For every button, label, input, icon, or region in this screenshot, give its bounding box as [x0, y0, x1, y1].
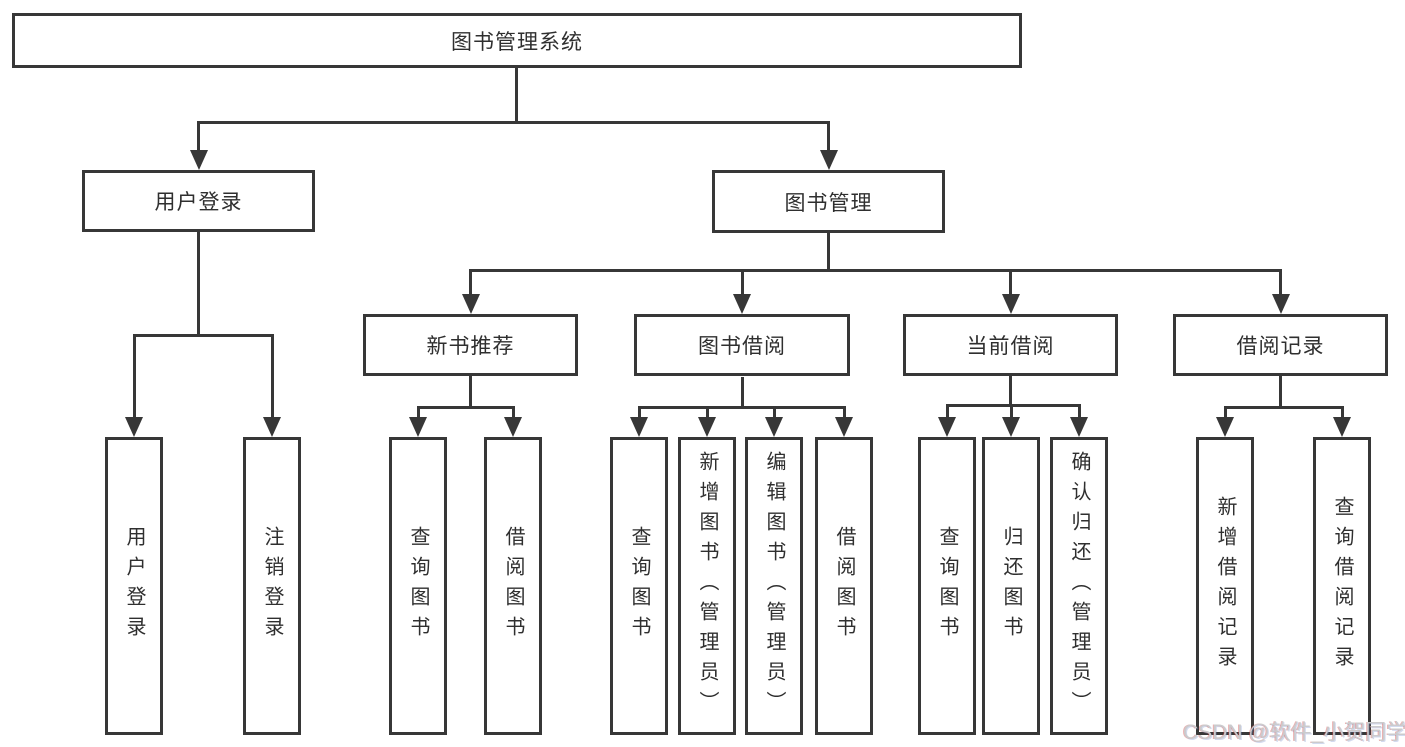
- arrow-down-icon: [409, 417, 427, 437]
- leaf-current-confirm-return-admin: 确认归还（管理员）: [1050, 437, 1108, 735]
- arrow-down-icon: [1216, 417, 1234, 437]
- arrow-down-icon: [819, 150, 838, 170]
- leaf-current-query-book: 查询图书: [918, 437, 976, 735]
- arrow-down-icon: [1001, 294, 1020, 314]
- connector-line: [1279, 376, 1282, 407]
- node-label: 编辑图书（管理员）: [763, 451, 785, 721]
- csdn-watermark: CSDN @软件_小贺同学: [1183, 721, 1405, 744]
- connector-line: [1223, 405, 1344, 409]
- connector-line: [637, 405, 846, 409]
- connector-line: [827, 122, 830, 154]
- leaf-records-query-record: 查询借阅记录: [1313, 437, 1371, 735]
- leaf-recommend-borrow-book: 借阅图书: [484, 437, 542, 735]
- node-book-management: 图书管理: [712, 170, 945, 233]
- node-label: 图书管理系统: [451, 30, 583, 54]
- connector-line: [469, 268, 1282, 272]
- arrow-down-icon: [733, 294, 751, 314]
- connector-line: [740, 270, 744, 298]
- node-label: 查询借阅记录: [1331, 496, 1353, 676]
- arrow-down-icon: [1070, 417, 1088, 437]
- connector-line: [132, 335, 136, 421]
- node-label: 借阅记录: [1236, 335, 1325, 358]
- connector-line: [511, 407, 515, 421]
- arrow-down-icon: [938, 417, 956, 437]
- arrow-down-icon: [461, 294, 480, 314]
- arrow-down-icon: [263, 417, 281, 437]
- connector-line: [416, 407, 420, 421]
- arrow-down-icon: [1271, 294, 1290, 314]
- connector-line: [197, 232, 200, 335]
- node-label: 查询图书: [407, 526, 429, 646]
- node-label: 借阅图书: [502, 526, 524, 646]
- arrow-down-icon: [1002, 417, 1020, 437]
- arrow-down-icon: [504, 417, 522, 437]
- leaf-current-return-book: 归还图书: [982, 437, 1040, 735]
- node-label: 新书推荐: [426, 335, 515, 358]
- connector-line: [842, 407, 846, 421]
- leaf-records-add-record: 新增借阅记录: [1196, 437, 1254, 735]
- connector-line: [416, 405, 515, 409]
- leaf-user-login: 用户登录: [105, 437, 163, 735]
- node-label: 新增借阅记录: [1214, 496, 1236, 676]
- connector-line: [270, 335, 274, 421]
- leaf-logout: 注销登录: [243, 437, 301, 735]
- connector-line: [197, 120, 830, 124]
- node-new-book-recommend: 新书推荐: [363, 314, 578, 376]
- node-label: 借阅图书: [833, 526, 855, 646]
- connector-line: [945, 403, 1081, 407]
- connector-line: [1279, 270, 1282, 298]
- connector-line: [637, 407, 641, 421]
- leaf-recommend-query-book: 查询图书: [389, 437, 447, 735]
- node-label: 查询图书: [936, 526, 958, 646]
- node-label: 注销登录: [261, 526, 283, 646]
- connector-line: [1223, 407, 1227, 421]
- connector-line: [1009, 376, 1012, 405]
- arrow-down-icon: [765, 417, 783, 437]
- node-user-login: 用户登录: [82, 170, 315, 232]
- node-label: 用户登录: [154, 191, 243, 214]
- connector-line: [1340, 407, 1344, 421]
- arrow-down-icon: [698, 417, 716, 437]
- connector-line: [1009, 270, 1012, 298]
- arrow-down-icon: [1333, 417, 1351, 437]
- node-label: 用户登录: [123, 526, 145, 646]
- connector-line: [772, 407, 776, 421]
- connector-line: [827, 233, 830, 270]
- connector-line: [945, 405, 949, 421]
- node-label: 图书借阅: [698, 335, 786, 358]
- connector-line: [705, 407, 709, 421]
- connector-line: [740, 377, 744, 407]
- leaf-borrow-borrow-book: 借阅图书: [815, 437, 873, 735]
- node-label: 图书管理: [784, 191, 873, 215]
- connector-line: [469, 270, 472, 298]
- node-label: 当前借阅: [966, 335, 1055, 358]
- leaf-borrow-query-book: 查询图书: [610, 437, 668, 735]
- connector-line: [469, 376, 472, 407]
- arrow-down-icon: [630, 417, 648, 437]
- connector-line: [1077, 405, 1081, 421]
- node-label: 查询图书: [628, 526, 650, 646]
- leaf-borrow-add-book-admin: 新增图书（管理员）: [678, 437, 736, 735]
- node-label: 归还图书: [1000, 526, 1022, 646]
- node-current-borrow: 当前借阅: [903, 314, 1118, 376]
- arrow-down-icon: [835, 417, 853, 437]
- node-label: 确认归还（管理员）: [1068, 451, 1090, 721]
- arrow-down-icon: [189, 150, 208, 170]
- node-borrow-records: 借阅记录: [1173, 314, 1388, 376]
- node-library-management-system: 图书管理系统: [12, 13, 1022, 68]
- connector-line: [197, 122, 200, 154]
- leaf-borrow-edit-book-admin: 编辑图书（管理员）: [745, 437, 803, 735]
- connector-line: [1009, 405, 1013, 421]
- node-book-borrow: 图书借阅: [634, 314, 850, 376]
- connector-line: [132, 333, 274, 337]
- arrow-down-icon: [125, 417, 143, 437]
- connector-line: [514, 68, 518, 123]
- node-label: 新增图书（管理员）: [696, 451, 718, 721]
